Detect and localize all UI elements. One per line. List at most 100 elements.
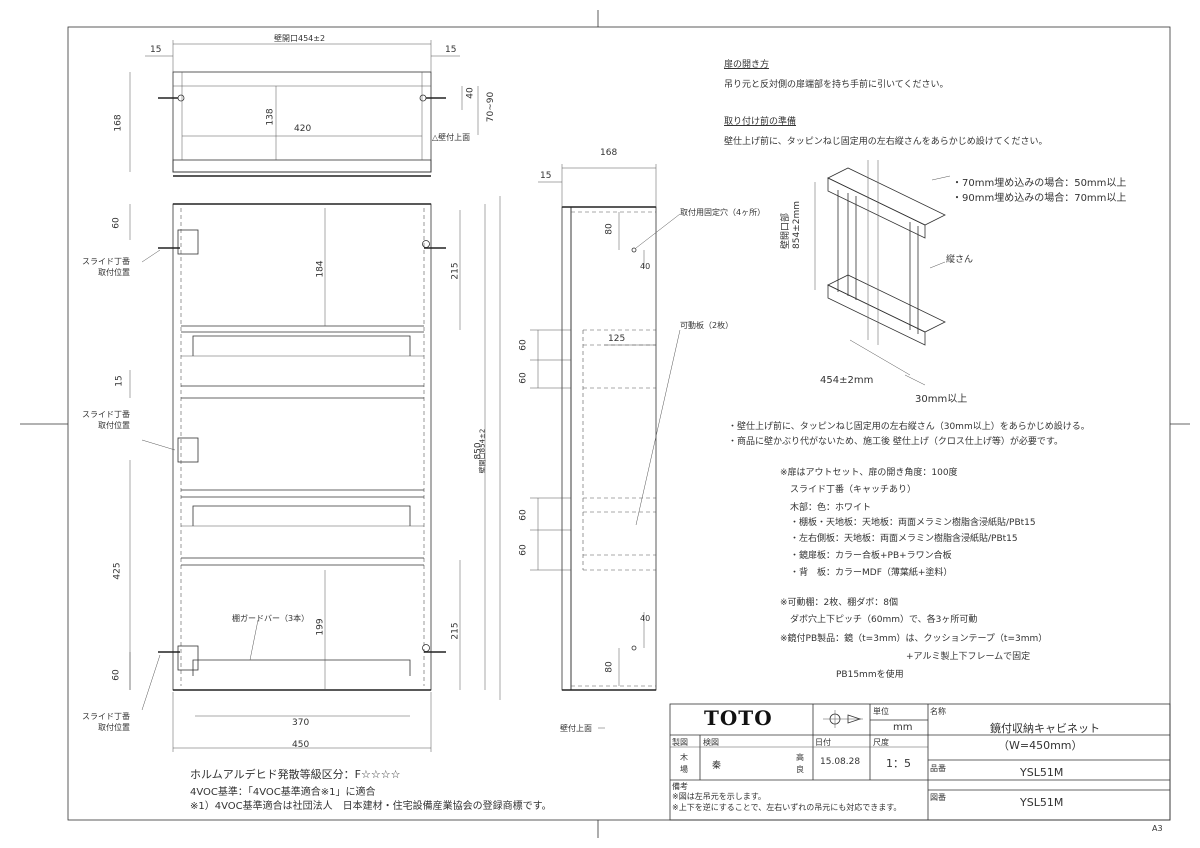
- dim-199: 199: [315, 618, 326, 636]
- hinge-label-3a: スライド丁番: [82, 712, 130, 721]
- side-dim-80-bottom: 80: [604, 661, 615, 673]
- dim-opening-height: 壁開口854±2: [478, 428, 487, 474]
- unit-label: 単位: [873, 707, 889, 716]
- drafter-2: 場: [680, 765, 688, 774]
- iso-opening-label-a: 壁開口部: [780, 212, 791, 249]
- iso-stud-label: 縦さん: [946, 255, 974, 265]
- date-value: 15.08.28: [820, 757, 861, 767]
- side-dim-60-d: 60: [518, 544, 529, 556]
- front-elevation-view: [129, 196, 501, 752]
- spec-6: ・鏡扉板：カラー合板+PB+ラワン合板: [790, 551, 952, 561]
- side-dim-15: 15: [540, 171, 552, 181]
- name-value-1: 鏡付収納キャビネット: [990, 722, 1100, 735]
- bullet-2: ・商品に壁かぶり代がないため、施工後 壁仕上げ（クロス仕上げ等）が必要です。: [728, 437, 1063, 447]
- spec-7: ・背 板：カラーMDF（薄葉紙+塗料）: [790, 568, 953, 578]
- name-label: 名称: [930, 707, 946, 716]
- hinge-label-3b: 取付位置: [98, 723, 130, 732]
- side-dim-125: 125: [608, 334, 626, 344]
- fix-hole-label: 取付用固定穴（4ヶ所）: [680, 208, 766, 217]
- door-text: 吊り元と反対側の扉端部を持ち手前に引いてください。: [724, 80, 949, 90]
- spec-8: ※可動棚：2枚、棚ダボ：8個: [780, 598, 898, 608]
- dim-70-90: 70~90: [486, 91, 497, 123]
- drafter-1: 木: [680, 753, 688, 762]
- dim-15-right: 15: [445, 45, 457, 55]
- dim-15-left: 15: [150, 45, 162, 55]
- checker-3: 良: [796, 765, 804, 774]
- drawing-border: [67, 26, 1171, 821]
- voc-3: ※1）4VOC基準適合は社団法人 日本建材・住宅設備産業協会の登録商標です。: [190, 801, 552, 812]
- iso-opening-label-b: 854±2mm: [791, 201, 802, 249]
- dim-450: 450: [292, 740, 310, 750]
- dim-215-bottom: 215: [450, 622, 461, 640]
- prep-text: 壁仕上げ前に、タッピンねじ固定用の左右縦さんをあらかじめ設けてください。: [724, 137, 1048, 147]
- scale-value: 1：5: [886, 757, 911, 770]
- dim-opening-width: 壁開口454±2: [274, 34, 326, 43]
- movable-shelf-label: 可動板（2枚）: [680, 321, 734, 330]
- name-value-2: （W=450mm）: [998, 739, 1083, 752]
- unit-value: mm: [893, 722, 913, 733]
- iso-dim-30: 30mm以上: [915, 394, 968, 405]
- date-label: 日付: [815, 738, 831, 747]
- title-block: [669, 703, 1171, 821]
- hinge-label-1a: スライド丁番: [82, 257, 130, 266]
- spec-11: +アルミ製上下フレームで固定: [906, 652, 1031, 662]
- isometric-stud-view: [814, 160, 951, 386]
- drawing-value: YSL51M: [1020, 796, 1064, 809]
- hinge-label-2b: 取付位置: [98, 421, 130, 430]
- side-wall-face-label: 壁付上面: [560, 724, 592, 733]
- spec-4: ・棚板・天地板：天地板：両面メラミン樹脂含浸紙貼/PBt15: [790, 518, 1036, 528]
- dim-425: 425: [112, 562, 123, 580]
- remarks-label: 備考: [672, 782, 688, 791]
- side-dim-40-top: 40: [640, 262, 651, 271]
- sheet-size: A3: [1152, 824, 1163, 833]
- dim-184: 184: [315, 260, 326, 278]
- side-dim-80-top: 80: [604, 223, 615, 235]
- dim-370: 370: [292, 718, 310, 728]
- spec-3: 木部：色：ホワイト: [790, 503, 872, 513]
- side-dim-60-b: 60: [518, 372, 529, 384]
- guard-bar-label: 棚ガードバー（3本）: [232, 614, 310, 623]
- dim-60-bottom: 60: [111, 669, 122, 681]
- bullet-1: ・壁仕上げ前に、タッピンねじ固定用の左右縦さん（30mm以上）をあらかじめ設ける…: [728, 422, 1090, 432]
- drawing-label: 図番: [930, 793, 946, 802]
- product-value: YSL51M: [1020, 766, 1064, 779]
- iso-dim-width: 454±2mm: [820, 375, 874, 386]
- remark-2: ※上下を逆にすることで、左右いずれの吊元にも対応できます。: [672, 803, 902, 812]
- iso-dim-90mm: ・90mm埋め込みの場合：70mm以上: [952, 193, 1127, 204]
- voc-1: ホルムアルデヒド発散等級区分：F☆☆☆☆: [190, 768, 401, 781]
- checker-1: 秦: [712, 761, 722, 771]
- spec-2: スライド丁番（キャッチあり）: [790, 485, 917, 495]
- side-dim-40-bottom: 40: [640, 614, 651, 623]
- prep-heading: 取り付け前の準備: [724, 117, 797, 127]
- spec-9: ダボ穴上下ピッチ（60mm）で、各3ヶ所可動: [790, 615, 978, 625]
- side-dim-60-c: 60: [518, 509, 529, 521]
- dim-15-mid: 15: [114, 375, 125, 387]
- hinge-label-1b: 取付位置: [98, 268, 130, 277]
- dim-40-top: 40: [465, 87, 476, 99]
- dim-168-top: 168: [113, 114, 124, 132]
- scale-label: 尺度: [873, 738, 889, 747]
- dim-138: 138: [265, 108, 276, 126]
- remark-1: ※図は左吊元を示します。: [672, 792, 766, 801]
- iso-dim-70mm: ・70mm埋め込みの場合：50mm以上: [952, 178, 1127, 189]
- voc-2: 4VOC基準：「4VOC基準適合※1」に適合: [190, 787, 376, 798]
- checker-2: 高: [796, 753, 804, 762]
- side-section-view: [530, 164, 681, 729]
- brand-logo: TOTO: [704, 706, 773, 730]
- product-label: 品番: [930, 764, 946, 773]
- top-plan-view: [129, 40, 479, 177]
- side-dim-60-a: 60: [518, 339, 529, 351]
- door-heading: 扉の開き方: [724, 60, 770, 70]
- draw-label: 製図: [672, 738, 688, 747]
- spec-12: PB15mmを使用: [836, 670, 904, 680]
- hinge-label-2a: スライド丁番: [82, 410, 130, 419]
- spec-5: ・左右側板：天地板：両面メラミン樹脂含浸紙貼/PBt15: [790, 534, 1018, 544]
- dim-60-top: 60: [111, 217, 122, 229]
- spec-10: ※鏡付PB製品：鏡（t=3mm）は、クッションテープ（t=3mm）: [780, 634, 1048, 644]
- dim-215-top: 215: [450, 262, 461, 280]
- check-label: 検図: [703, 738, 719, 747]
- wall-face-label-top: △壁付上面: [432, 133, 471, 142]
- iso-opening-label: 壁開口部 854±2mm: [781, 201, 803, 249]
